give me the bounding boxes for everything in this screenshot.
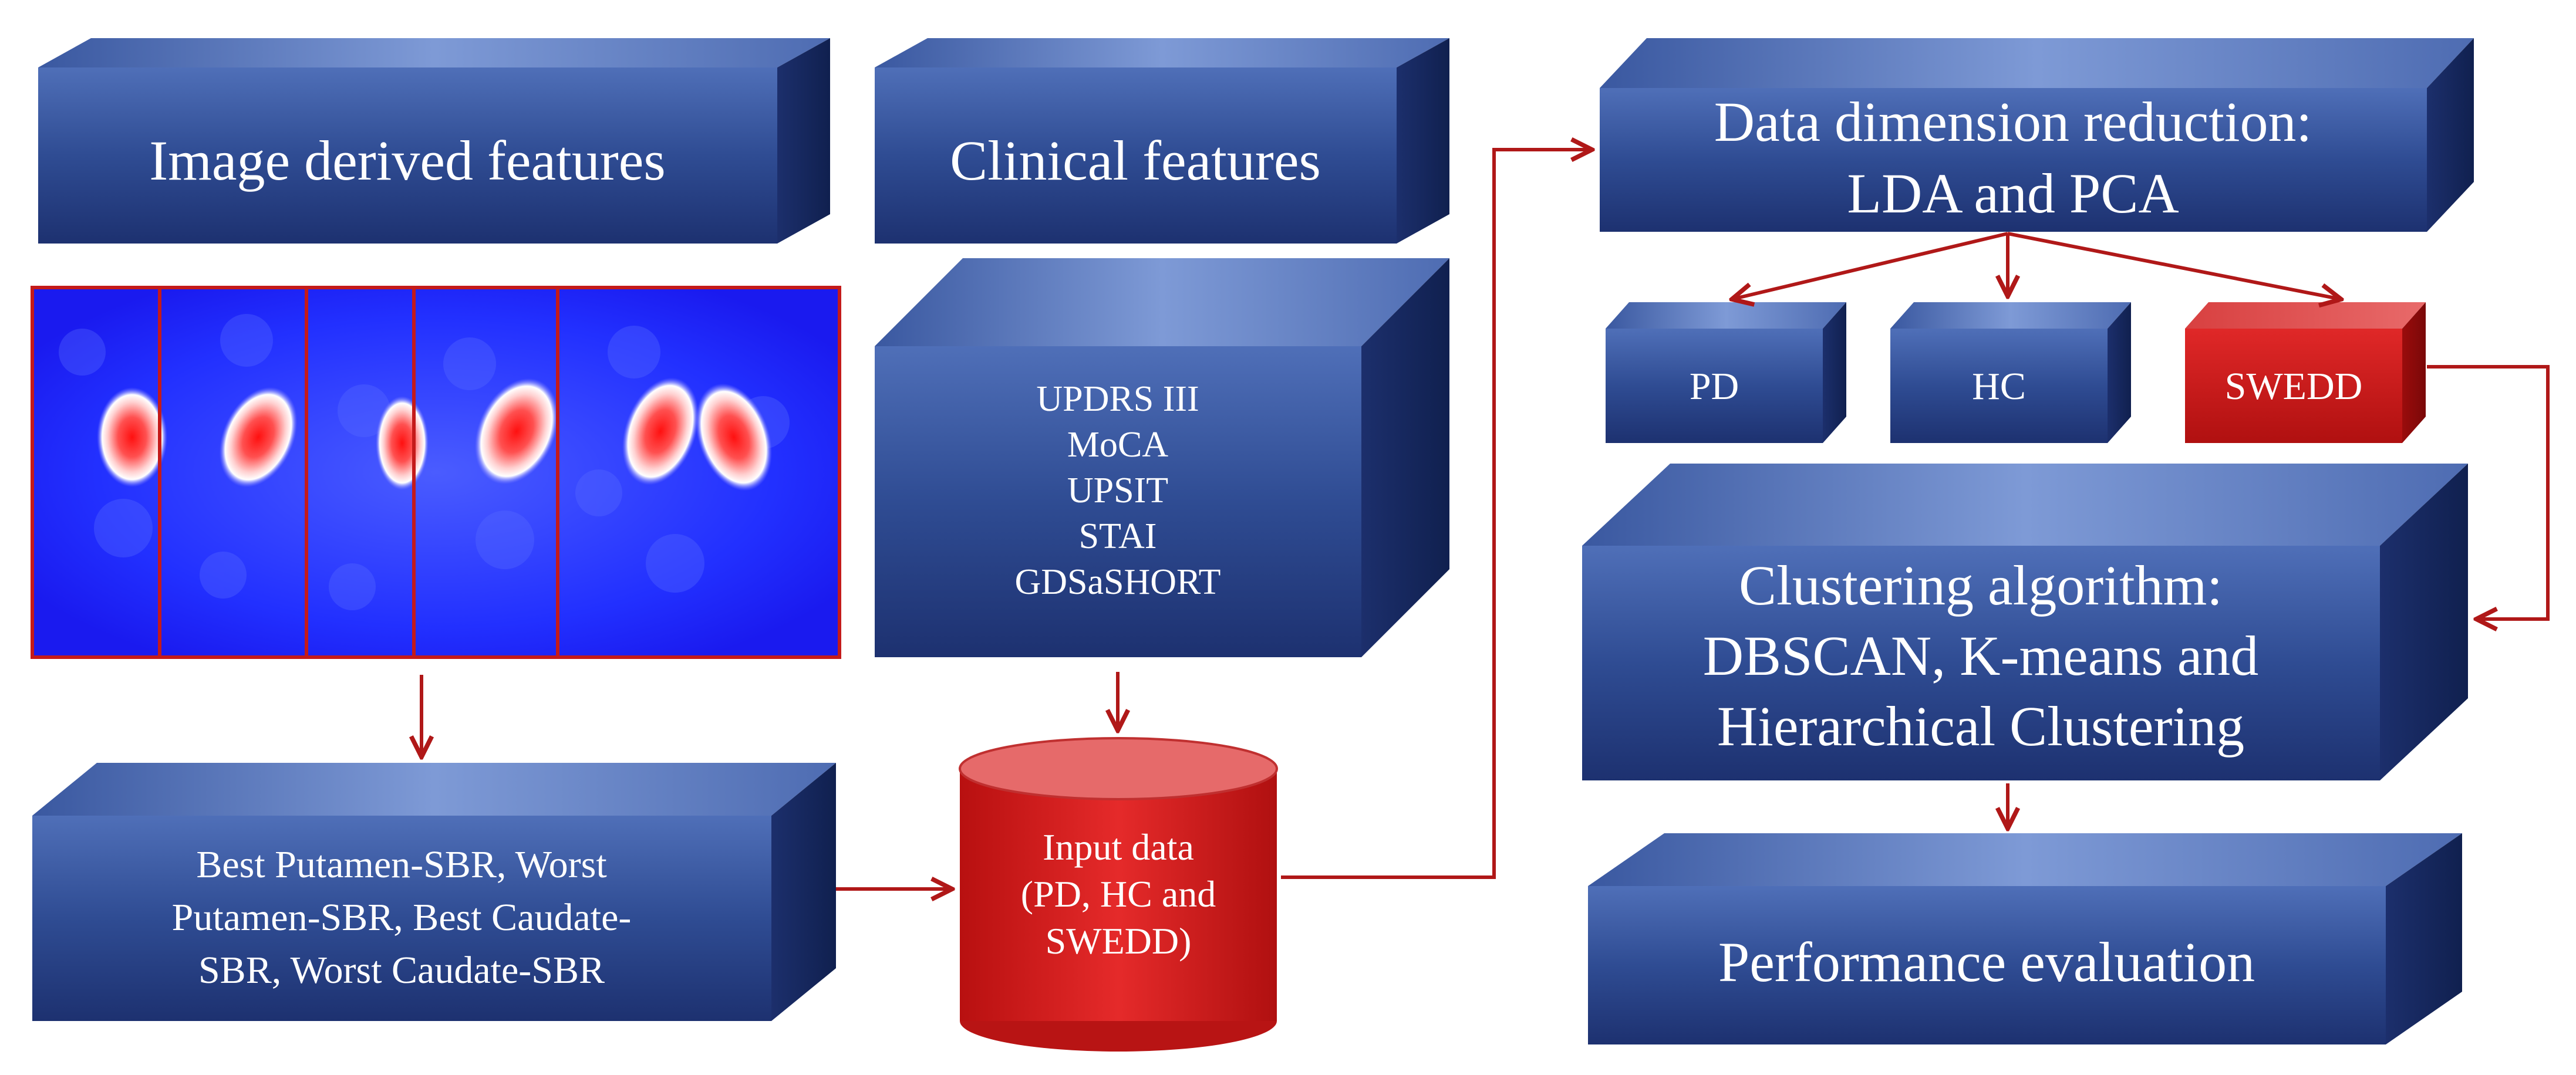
dat-scan-images — [31, 286, 841, 659]
clustering-line-1: Clustering algorithm: — [1739, 554, 2223, 617]
sbr-features-box: Best Putamen-SBR, Worst Putamen-SBR, Bes… — [32, 763, 836, 1021]
arrow-dim-to-swedd — [2007, 232, 2341, 299]
uptake-hotspot-2 — [219, 387, 298, 488]
clinical-list-box: UPDRS III MoCA UPSIT STAI GDSaSHORT — [875, 258, 1449, 657]
uptake-hotspot-4 — [474, 378, 559, 485]
clustering-line-2: DBSCAN, K-means and — [1703, 624, 2259, 687]
arrow-dim-to-pd — [1732, 232, 2008, 299]
clinical-item-stai: STAI — [1079, 516, 1157, 556]
pd-label: PD — [1690, 365, 1739, 408]
image-features-label: Image derived features — [149, 129, 666, 192]
clinical-item-moca: MoCA — [1067, 425, 1168, 465]
performance-label: Performance evaluation — [1718, 931, 2255, 993]
dim-reduction-line-2: LDA and PCA — [1847, 162, 2179, 225]
clustering-box: Clustering algorithm: DBSCAN, K-means an… — [1582, 464, 2468, 780]
clustering-line-3: Hierarchical Clustering — [1717, 695, 2244, 758]
swedd-box: SWEDD — [2185, 302, 2426, 443]
image-features-box: Image derived features — [38, 38, 830, 244]
uptake-hotspot-1 — [97, 387, 167, 487]
dim-reduction-box: Data dimension reduction: LDA and PCA — [1600, 38, 2474, 232]
arrow-input-to-dim-reduction — [1281, 150, 1592, 879]
sbr-line-3: SBR, Worst Caudate-SBR — [198, 949, 605, 992]
uptake-hotspot-3 — [376, 396, 429, 490]
swedd-label: SWEDD — [2225, 365, 2363, 408]
hc-label: HC — [1972, 365, 2026, 408]
flow-arrows — [422, 150, 2550, 889]
clinical-item-upsit: UPSIT — [1067, 471, 1168, 511]
clinical-item-updrs: UPDRS III — [1036, 379, 1199, 419]
pd-box: PD — [1606, 302, 1846, 443]
clinical-features-label: Clinical features — [950, 129, 1321, 192]
clinical-features-box: Clinical features — [875, 38, 1449, 244]
dim-reduction-line-1: Data dimension reduction: — [1714, 90, 2312, 153]
uptake-hotspot-6 — [695, 383, 773, 491]
sbr-line-2: Putamen-SBR, Best Caudate- — [172, 896, 632, 939]
input-data-line-3: SWEDD) — [1046, 920, 1192, 962]
sbr-line-1: Best Putamen-SBR, Worst — [196, 843, 606, 886]
hc-box: HC — [1890, 302, 2131, 443]
arrow-swedd-to-clustering — [2427, 365, 2550, 619]
input-data-line-1: Input data — [1043, 826, 1194, 868]
input-data-cylinder: Input data (PD, HC and SWEDD) — [959, 737, 1278, 1052]
clinical-item-gdsashort: GDSaSHORT — [1014, 562, 1220, 602]
uptake-hotspot-5 — [622, 377, 699, 485]
performance-box: Performance evaluation — [1588, 833, 2462, 1044]
input-data-line-2: (PD, HC and — [1021, 873, 1216, 915]
